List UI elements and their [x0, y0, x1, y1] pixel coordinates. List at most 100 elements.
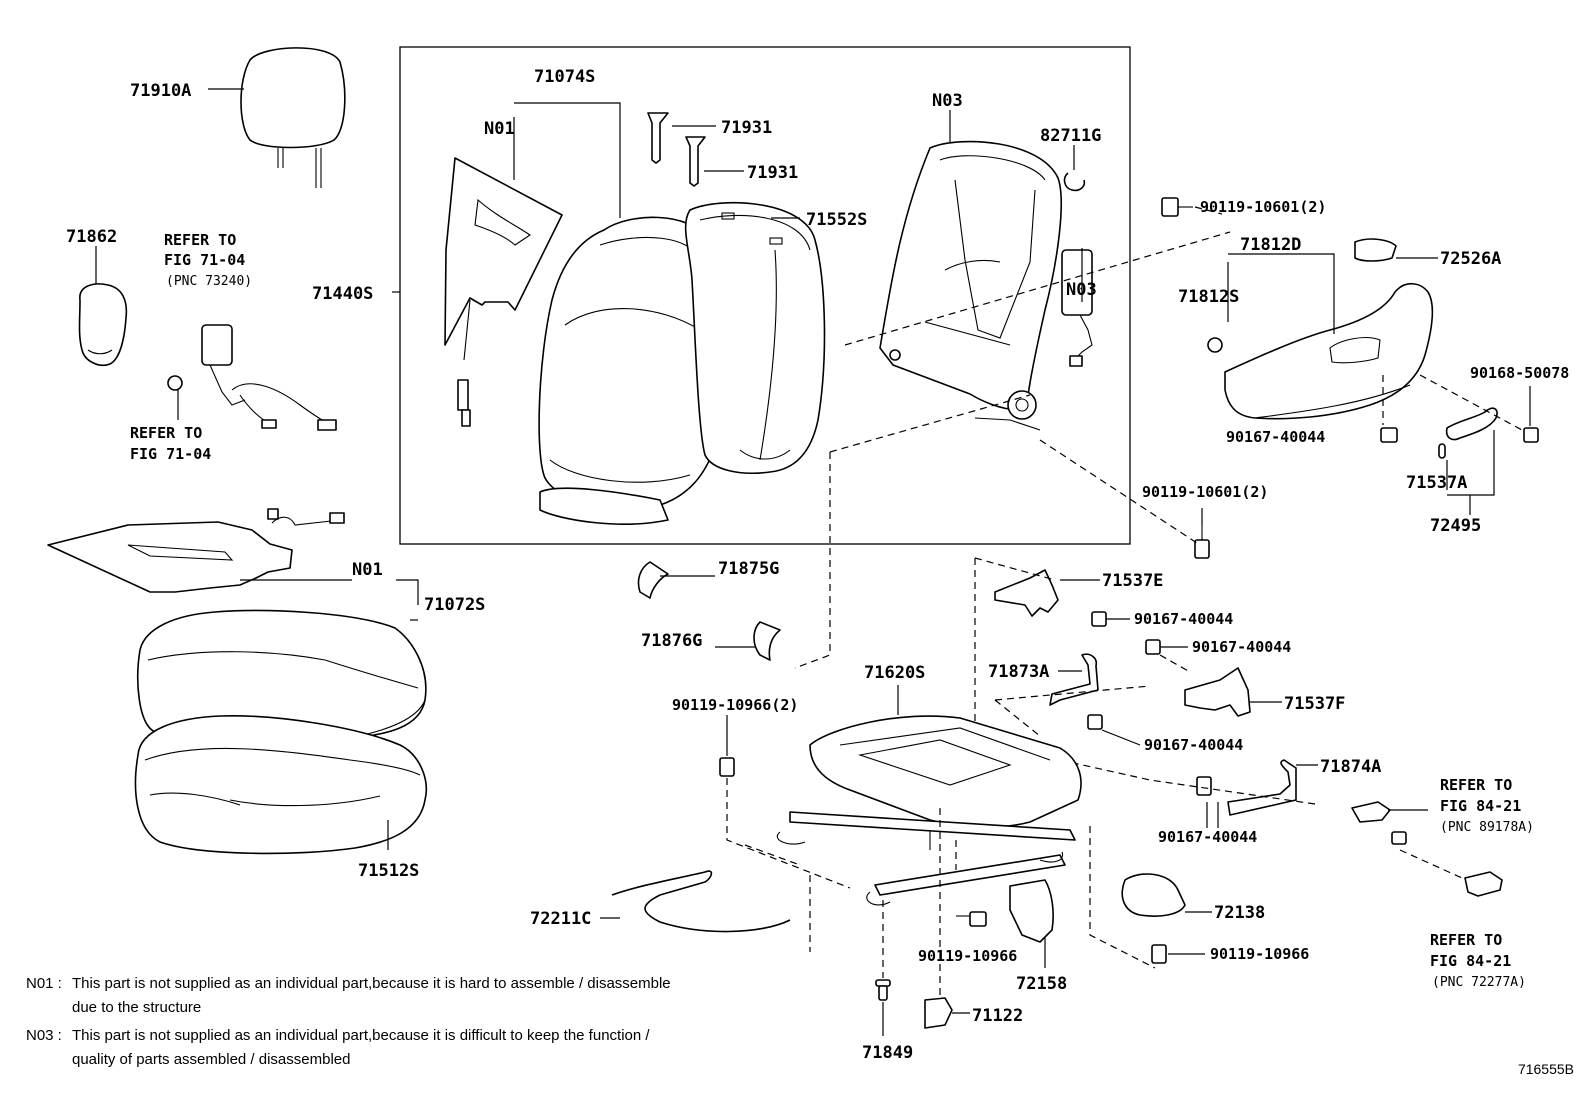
clip-71812S-part [1207, 337, 1223, 353]
side-airbag-module-part [1061, 249, 1093, 367]
label-71931-a: 71931 [721, 118, 772, 138]
seatback-frame-part [879, 140, 1062, 431]
cover-72138-part [1121, 873, 1186, 917]
headrest-part [240, 47, 346, 188]
ref-71-04-b-line2: FIG 71-04 [130, 445, 211, 463]
bolt-90167-40044-c-part [1145, 639, 1161, 655]
label-N03-b: N03 [1066, 280, 1097, 300]
connector-89178A-part [1351, 801, 1407, 845]
seatback-cover-part [684, 201, 826, 474]
note-n03-line2: quality of parts assembled / disassemble… [72, 1051, 351, 1068]
label-90119-10601-a: 90119-10601(2) [1200, 198, 1326, 216]
seat-belt-buckle-part [167, 324, 337, 431]
bracket-71874A-part [1227, 759, 1297, 816]
cover-71537F-part [1184, 667, 1251, 717]
note-n01-code: N01 : [26, 975, 62, 992]
label-90167-40044-c: 90167-40044 [1192, 638, 1291, 656]
seatback-heater-mat-part [444, 157, 563, 427]
label-90167-40044-d: 90167-40044 [1144, 736, 1243, 754]
ref-71-04-line1: REFER TO [164, 231, 236, 249]
label-82711G: 82711G [1040, 126, 1101, 146]
label-72211C: 72211C [530, 909, 591, 929]
bolt-90167-40044-e-part [1196, 776, 1212, 796]
bolt-90168-50078-part [1523, 427, 1539, 443]
bolt-90119-10601-bottom-part [1194, 525, 1210, 559]
label-N01-b: N01 [352, 560, 383, 580]
headrest-guide-cover-part [78, 283, 128, 366]
note-n03-code: N03 : [26, 1027, 62, 1044]
clip-82711G-part [1063, 172, 1086, 192]
label-71910A: 71910A [130, 81, 191, 101]
label-90168-50078: 90168-50078 [1470, 364, 1569, 382]
note-n01-line1: This part is not supplied as an individu… [72, 975, 671, 992]
ref-84-21-a-line1: REFER TO [1440, 776, 1512, 794]
ref-84-21-a-line3: (PNC 89178A) [1440, 820, 1534, 835]
wire-72211C-part [611, 870, 791, 933]
seat-cushion-shield-part [1224, 282, 1434, 420]
label-71874A: 71874A [1320, 757, 1381, 777]
bolt-90167-40044-b-part [1091, 611, 1107, 627]
seat-adjuster-part [777, 715, 1082, 906]
note-n01-line2: due to the structure [72, 999, 202, 1016]
ref-71-04-line2: FIG 71-04 [164, 251, 245, 269]
bolt-90119-10966-c-part [1151, 944, 1167, 964]
ref-84-21-b-line2: FIG 84-21 [1430, 952, 1511, 970]
label-N03-a: N03 [932, 91, 963, 111]
label-90119-10601-b: 90119-10601(2) [1142, 483, 1268, 501]
label-90119-10966-a: 90119-10966(2) [672, 696, 798, 714]
headrest-support-clip-part [647, 112, 706, 187]
ref-84-21-b-line3: (PNC 72277A) [1432, 975, 1526, 990]
ref-71-04-b-line1: REFER TO [130, 424, 202, 442]
label-71812S: 71812S [1178, 287, 1239, 307]
label-71537E: 71537E [1102, 571, 1163, 591]
seatback-assembly-frame [399, 46, 1131, 545]
figure-code: 716555B [1517, 1061, 1574, 1077]
seat-cushion-pad-part [134, 715, 427, 855]
bolt-90167-40044-d-part [1087, 714, 1103, 730]
connector-72277A-part [1464, 871, 1503, 897]
clip-71876G-part [753, 621, 781, 661]
label-71512S: 71512S [358, 861, 419, 881]
label-90167-40044-b: 90167-40044 [1134, 610, 1233, 628]
label-72526A: 72526A [1440, 249, 1501, 269]
label-72158: 72158 [1016, 974, 1067, 994]
recliner-lever-part [1438, 407, 1498, 459]
label-71931-b: 71931 [747, 163, 798, 183]
label-90167-40044-a: 90167-40044 [1226, 428, 1325, 446]
clip-71875G-part [637, 561, 669, 599]
label-71537F: 71537F [1284, 694, 1345, 714]
note-n03-line1: This part is not supplied as an individu… [72, 1027, 650, 1044]
clip-71122-part [924, 997, 953, 1029]
label-71440S: 71440S [312, 284, 373, 304]
label-71875G: 71875G [718, 559, 779, 579]
cover-71537E-part [994, 569, 1059, 617]
label-71537A: 71537A [1406, 473, 1467, 493]
cover-72158-part [1009, 879, 1054, 943]
label-N01-a: N01 [484, 119, 515, 139]
label-90167-40044-e: 90167-40044 [1158, 828, 1257, 846]
plug-71849-part [875, 979, 891, 1001]
label-72495: 72495 [1430, 516, 1481, 536]
bolt-90119-10601-top-part [1161, 197, 1193, 217]
seat-cushion-heater-mat-part [47, 508, 345, 593]
label-71876G: 71876G [641, 631, 702, 651]
label-71074S: 71074S [534, 67, 595, 87]
label-90119-10966-b: 90119-10966 [918, 947, 1017, 965]
label-71552S: 71552S [806, 210, 867, 230]
bolt-90119-10966-a-part [719, 757, 735, 777]
bracket-71873A-part [1049, 653, 1099, 706]
label-71122: 71122 [972, 1006, 1023, 1026]
seatback-pad-part [538, 216, 726, 525]
recliner-knob-part [1354, 238, 1397, 262]
label-72138: 72138 [1214, 903, 1265, 923]
ref-84-21-a-line2: FIG 84-21 [1440, 797, 1521, 815]
label-71849: 71849 [862, 1043, 913, 1063]
label-90119-10966-c: 90119-10966 [1210, 945, 1309, 963]
ref-84-21-b-line1: REFER TO [1430, 931, 1502, 949]
label-71873A: 71873A [988, 662, 1049, 682]
label-71862: 71862 [66, 227, 117, 247]
bolt-90119-10966-b-part [969, 911, 987, 927]
label-71620S: 71620S [864, 663, 925, 683]
bolt-90167-40044-right-part [1380, 427, 1398, 443]
